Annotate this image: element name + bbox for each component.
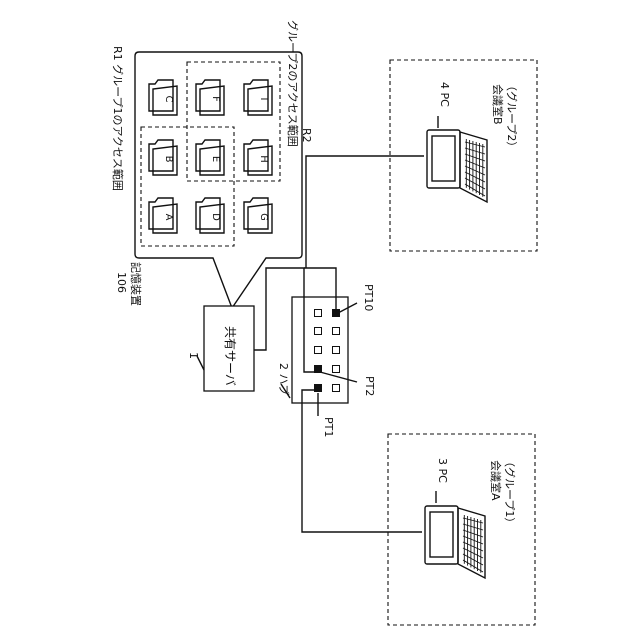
folder-label: D [210, 213, 221, 221]
folder-icon: F [196, 80, 224, 115]
hub-port [315, 310, 322, 317]
folder-icon: C [149, 80, 177, 115]
server-label: 共有サーバ [223, 326, 237, 386]
hub-port [315, 328, 322, 335]
folder-label: A [163, 214, 174, 221]
room-b-group: （グループ2） [505, 80, 519, 152]
folder-group: A B C D E F G H I [149, 80, 272, 233]
r1-label: R1 グループ1のアクセス範囲 [111, 46, 125, 191]
folder-label: E [210, 156, 221, 162]
storage-device [135, 52, 302, 308]
folder-label: G [258, 213, 269, 221]
folder-icon: E [196, 140, 224, 175]
r2-label: グループ2のアクセス範囲 [286, 20, 300, 147]
storage-number: 106 [115, 272, 128, 293]
room-a-name: 会議室A [489, 460, 503, 501]
pc3-label: 3 PC [436, 458, 449, 483]
folder-icon: H [244, 140, 272, 175]
pt1-label: PT1 [322, 417, 335, 437]
hub-label: 2 ハブ [277, 363, 291, 396]
folder-label: F [210, 96, 221, 102]
folder-icon: I [244, 80, 272, 115]
hub-port [333, 347, 340, 354]
folder-icon: D [196, 198, 224, 233]
pt2-label: PT2 [363, 376, 376, 396]
storage-label: 記憶装置 [129, 262, 143, 306]
room-b-name: 会議室B [491, 84, 505, 125]
folder-icon: B [149, 140, 177, 175]
hub-port [333, 328, 340, 335]
hub-port [333, 385, 340, 392]
folder-label: H [258, 155, 269, 163]
folder-icon: A [149, 198, 177, 233]
folder-label: C [163, 96, 174, 103]
laptop-icon [427, 130, 487, 202]
folder-icon: G [244, 198, 272, 233]
hub-port [315, 347, 322, 354]
r2-id-label: R2 [300, 128, 313, 143]
pt10-label: PT10 [362, 284, 375, 311]
laptop-icon [425, 506, 485, 578]
pc4-label: 4 PC [438, 82, 451, 107]
hub-port [333, 366, 340, 373]
folder-label: I [258, 98, 269, 101]
room-a-group: （グループ1） [503, 456, 517, 528]
folder-label: B [163, 156, 174, 163]
